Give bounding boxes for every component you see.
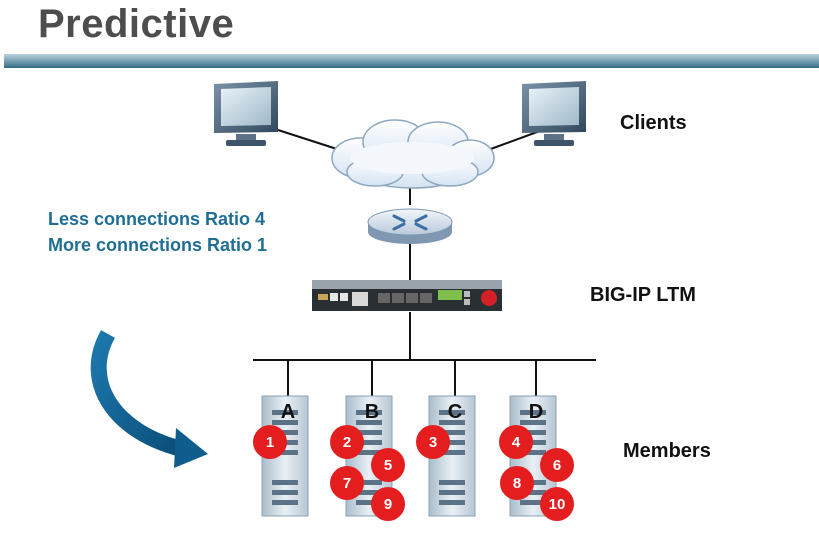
connection-badge: 1 <box>253 425 287 459</box>
router-icon <box>367 208 453 244</box>
link-client-left <box>277 129 341 151</box>
big-ip-ltm-label: BIG-IP LTM <box>590 284 696 306</box>
big-ip-ltm-appliance-icon <box>312 280 502 311</box>
svg-text:9: 9 <box>384 496 392 513</box>
server-label-b: B <box>365 401 379 423</box>
connection-badge: 7 <box>330 466 364 500</box>
clients-label: Clients <box>620 112 687 134</box>
members-label: Members <box>623 440 711 462</box>
ratio-note-line-2: More connections Ratio 1 <box>48 235 268 255</box>
slide-title: Predictive <box>38 2 235 46</box>
svg-text:8: 8 <box>513 475 521 492</box>
connection-badges: 1 2 5 7 9 3 4 6 8 10 <box>253 425 574 521</box>
svg-text:3: 3 <box>429 434 437 451</box>
server-label-c: C <box>448 401 462 423</box>
server-label-d: D <box>529 401 543 423</box>
client-monitor-right-icon <box>522 81 586 146</box>
svg-text:6: 6 <box>553 457 561 474</box>
connection-badge: 6 <box>540 448 574 482</box>
curved-arrow-icon <box>90 330 208 468</box>
svg-text:1: 1 <box>266 434 274 451</box>
connection-badge: 8 <box>500 466 534 500</box>
connection-badge: 3 <box>416 425 450 459</box>
connection-badge: 5 <box>371 448 405 482</box>
client-monitor-left-icon <box>214 81 278 146</box>
svg-text:4: 4 <box>512 434 521 451</box>
svg-text:7: 7 <box>343 475 351 492</box>
connection-badge: 4 <box>499 425 533 459</box>
network-links <box>253 127 596 396</box>
connection-badge: 2 <box>330 425 364 459</box>
connection-badge: 10 <box>540 487 574 521</box>
svg-text:2: 2 <box>343 434 351 451</box>
svg-text:5: 5 <box>384 457 392 474</box>
server-label-a: A <box>281 401 295 423</box>
title-underline <box>4 54 819 68</box>
svg-text:10: 10 <box>549 496 566 513</box>
ratio-note-line-1: Less connections Ratio 4 <box>48 209 266 229</box>
connection-badge: 9 <box>371 487 405 521</box>
